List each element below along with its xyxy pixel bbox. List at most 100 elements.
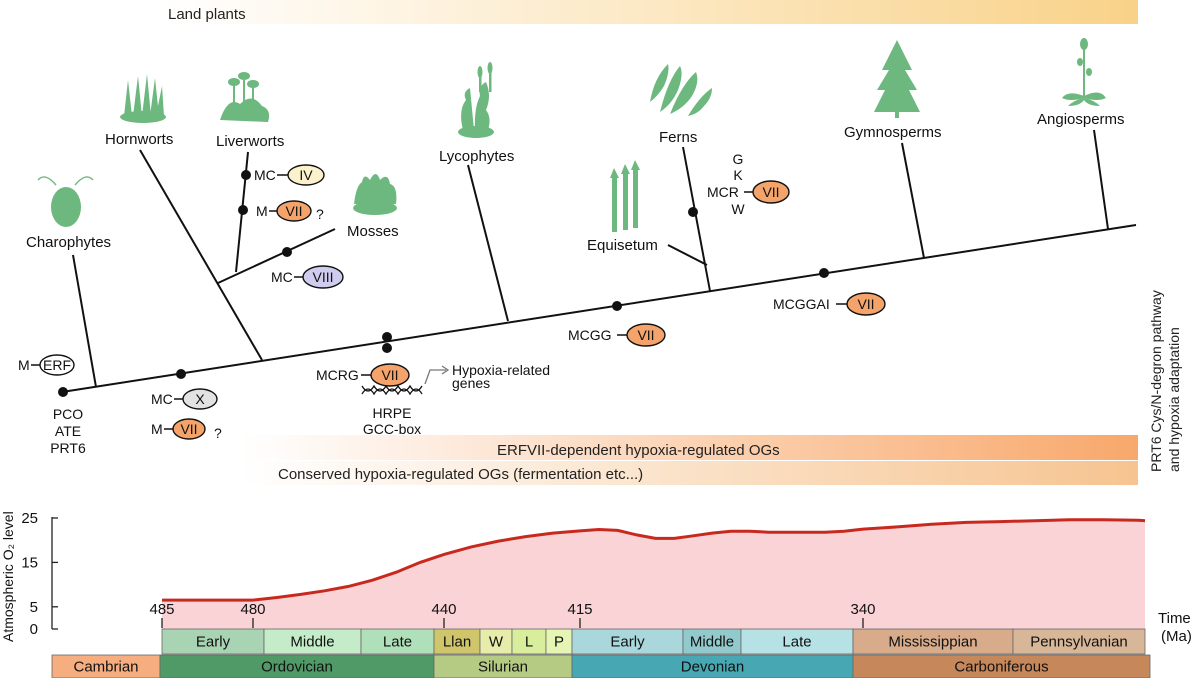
gymnosperm-icon — [874, 40, 920, 118]
taxon-charophytes: Charophytes — [26, 234, 111, 251]
y-tick-label: 25 — [21, 510, 38, 527]
label-k: K — [733, 167, 743, 183]
branch-lycophytes — [467, 164, 509, 322]
vii-badge-mcgg — [626, 323, 666, 347]
conserved-ogs-banner — [240, 461, 1138, 485]
node-mc-x — [176, 369, 186, 379]
branch-equisetum — [667, 244, 708, 266]
label-hrpe: HRPE — [373, 405, 412, 421]
taxon-angiosperms: Angiosperms — [1037, 111, 1125, 128]
fern-icon — [650, 64, 712, 116]
x-tick-label: 480 — [240, 601, 265, 618]
node-mcrg-1 — [382, 332, 392, 342]
dna-helix-icon — [361, 384, 423, 396]
label-gcc-box: GCC-box — [363, 421, 421, 437]
branch-hornworts — [139, 149, 263, 361]
motif-prefix-mc-iv: MC — [254, 167, 276, 183]
period-cell — [852, 654, 1151, 678]
vii-badge-mcggai — [846, 292, 886, 316]
label-pco: PCO — [53, 406, 83, 422]
x-badge — [182, 388, 218, 410]
o2-y-axis-label: Atmospheric O₂ level — [0, 511, 16, 642]
x-tick-label: 485 — [149, 601, 174, 618]
vii-badge-mcgg-label: VII — [637, 327, 654, 343]
viii-badge — [302, 265, 344, 289]
erf-badge — [39, 354, 75, 376]
epoch-cell — [1012, 628, 1146, 655]
period-label: Ordovician — [261, 659, 333, 676]
motif-prefix-mc-x: MC — [151, 391, 173, 407]
epoch-label: Early — [610, 634, 645, 651]
vii-badge-ferns — [752, 180, 790, 204]
epoch-label: Pennsylvanian — [1030, 634, 1128, 651]
node-mcggai — [819, 268, 829, 278]
arrow-icon — [424, 369, 446, 385]
y-tick-label: 5 — [30, 599, 38, 616]
epoch-cell — [479, 628, 513, 655]
periods-row: Cambrian Ordovician Silurian Devonian Carbon… — [51, 654, 1151, 678]
epoch-cell — [682, 628, 742, 655]
motif-prefix-mc-viii: MC — [271, 269, 293, 285]
lycophyte-icon — [458, 62, 494, 138]
branch-bryophyte-stem — [217, 228, 336, 284]
conserved-ogs-label: Conserved hypoxia-regulated OGs (ferment… — [278, 466, 643, 483]
period-label: Carboniferous — [954, 659, 1048, 676]
vii-badge-early-label: VII — [180, 421, 197, 437]
motif-prefix-mcggai: MCGGAI — [773, 296, 830, 312]
epoch-label: Middle — [290, 634, 334, 651]
y-tick-label: 15 — [21, 554, 38, 571]
timescale-title-line2: (Ma) — [1161, 628, 1192, 645]
vii-badge-ferns-label: VII — [762, 184, 779, 200]
phylogenetic-tree — [61, 129, 1137, 393]
epoch-cell — [511, 628, 547, 655]
period-label: Cambrian — [73, 659, 138, 676]
epoch-label: Llan — [443, 634, 471, 651]
epoch-label: L — [525, 634, 533, 651]
charophyte-icon — [37, 176, 94, 227]
viii-badge-label: VIII — [312, 269, 333, 285]
epoch-cell — [433, 628, 481, 655]
tree-nodes — [58, 170, 829, 397]
epoch-cell — [740, 628, 854, 655]
liverwort-icon — [220, 72, 270, 122]
label-prt6: PRT6 — [50, 440, 86, 456]
motif-prefix-m-vii-early: M — [151, 421, 163, 437]
epoch-cell — [852, 628, 1014, 655]
period-label: Devonian — [681, 659, 744, 676]
node-liverwort-iv — [241, 170, 251, 180]
erf-badge-label: ERF — [43, 357, 71, 373]
tree-backbone — [61, 224, 1137, 393]
question-liverwort: ? — [316, 206, 324, 222]
taxon-ferns: Ferns — [659, 129, 697, 146]
taxon-liverworts: Liverworts — [216, 133, 284, 150]
y-tick-label: 0 — [30, 621, 38, 638]
period-label: Silurian — [478, 659, 528, 676]
timescale-title-line1: Time — [1158, 610, 1191, 627]
equisetum-icon — [610, 160, 640, 232]
iv-badge-label: IV — [299, 167, 313, 183]
hypoxia-related-genes-line2: genes — [452, 375, 490, 391]
o2-line — [162, 518, 1146, 602]
branch-ferns — [682, 146, 711, 292]
node-mcrg-2 — [382, 343, 392, 353]
epoch-label: P — [554, 634, 564, 651]
node-moss-viii — [282, 247, 292, 257]
node-mcgg — [612, 301, 622, 311]
branch-gymnosperms — [901, 142, 925, 259]
epoch-label: Middle — [690, 634, 734, 651]
motif-prefix-mcrg: MCRG — [316, 367, 359, 383]
motif-prefix-m-vii-liverwort: M — [256, 203, 268, 219]
land-plants-banner — [160, 0, 1138, 24]
o2-y-ticks: 0 5 15 25 — [21, 510, 58, 638]
taxon-mosses: Mosses — [347, 223, 399, 240]
vii-badge-mcrg — [370, 363, 410, 387]
taxon-hornworts: Hornworts — [105, 131, 173, 148]
taxon-lycophytes: Lycophytes — [439, 148, 514, 165]
motif-prefix-mcgg: MCGG — [568, 327, 612, 343]
taxon-gymnosperms: Gymnosperms — [844, 124, 942, 141]
epoch-label: Late — [782, 634, 811, 651]
svg-text:PRT6 Cys/N-degron pathway: PRT6 Cys/N-degron pathway — [1148, 290, 1164, 472]
branch-charophytes — [72, 254, 97, 388]
